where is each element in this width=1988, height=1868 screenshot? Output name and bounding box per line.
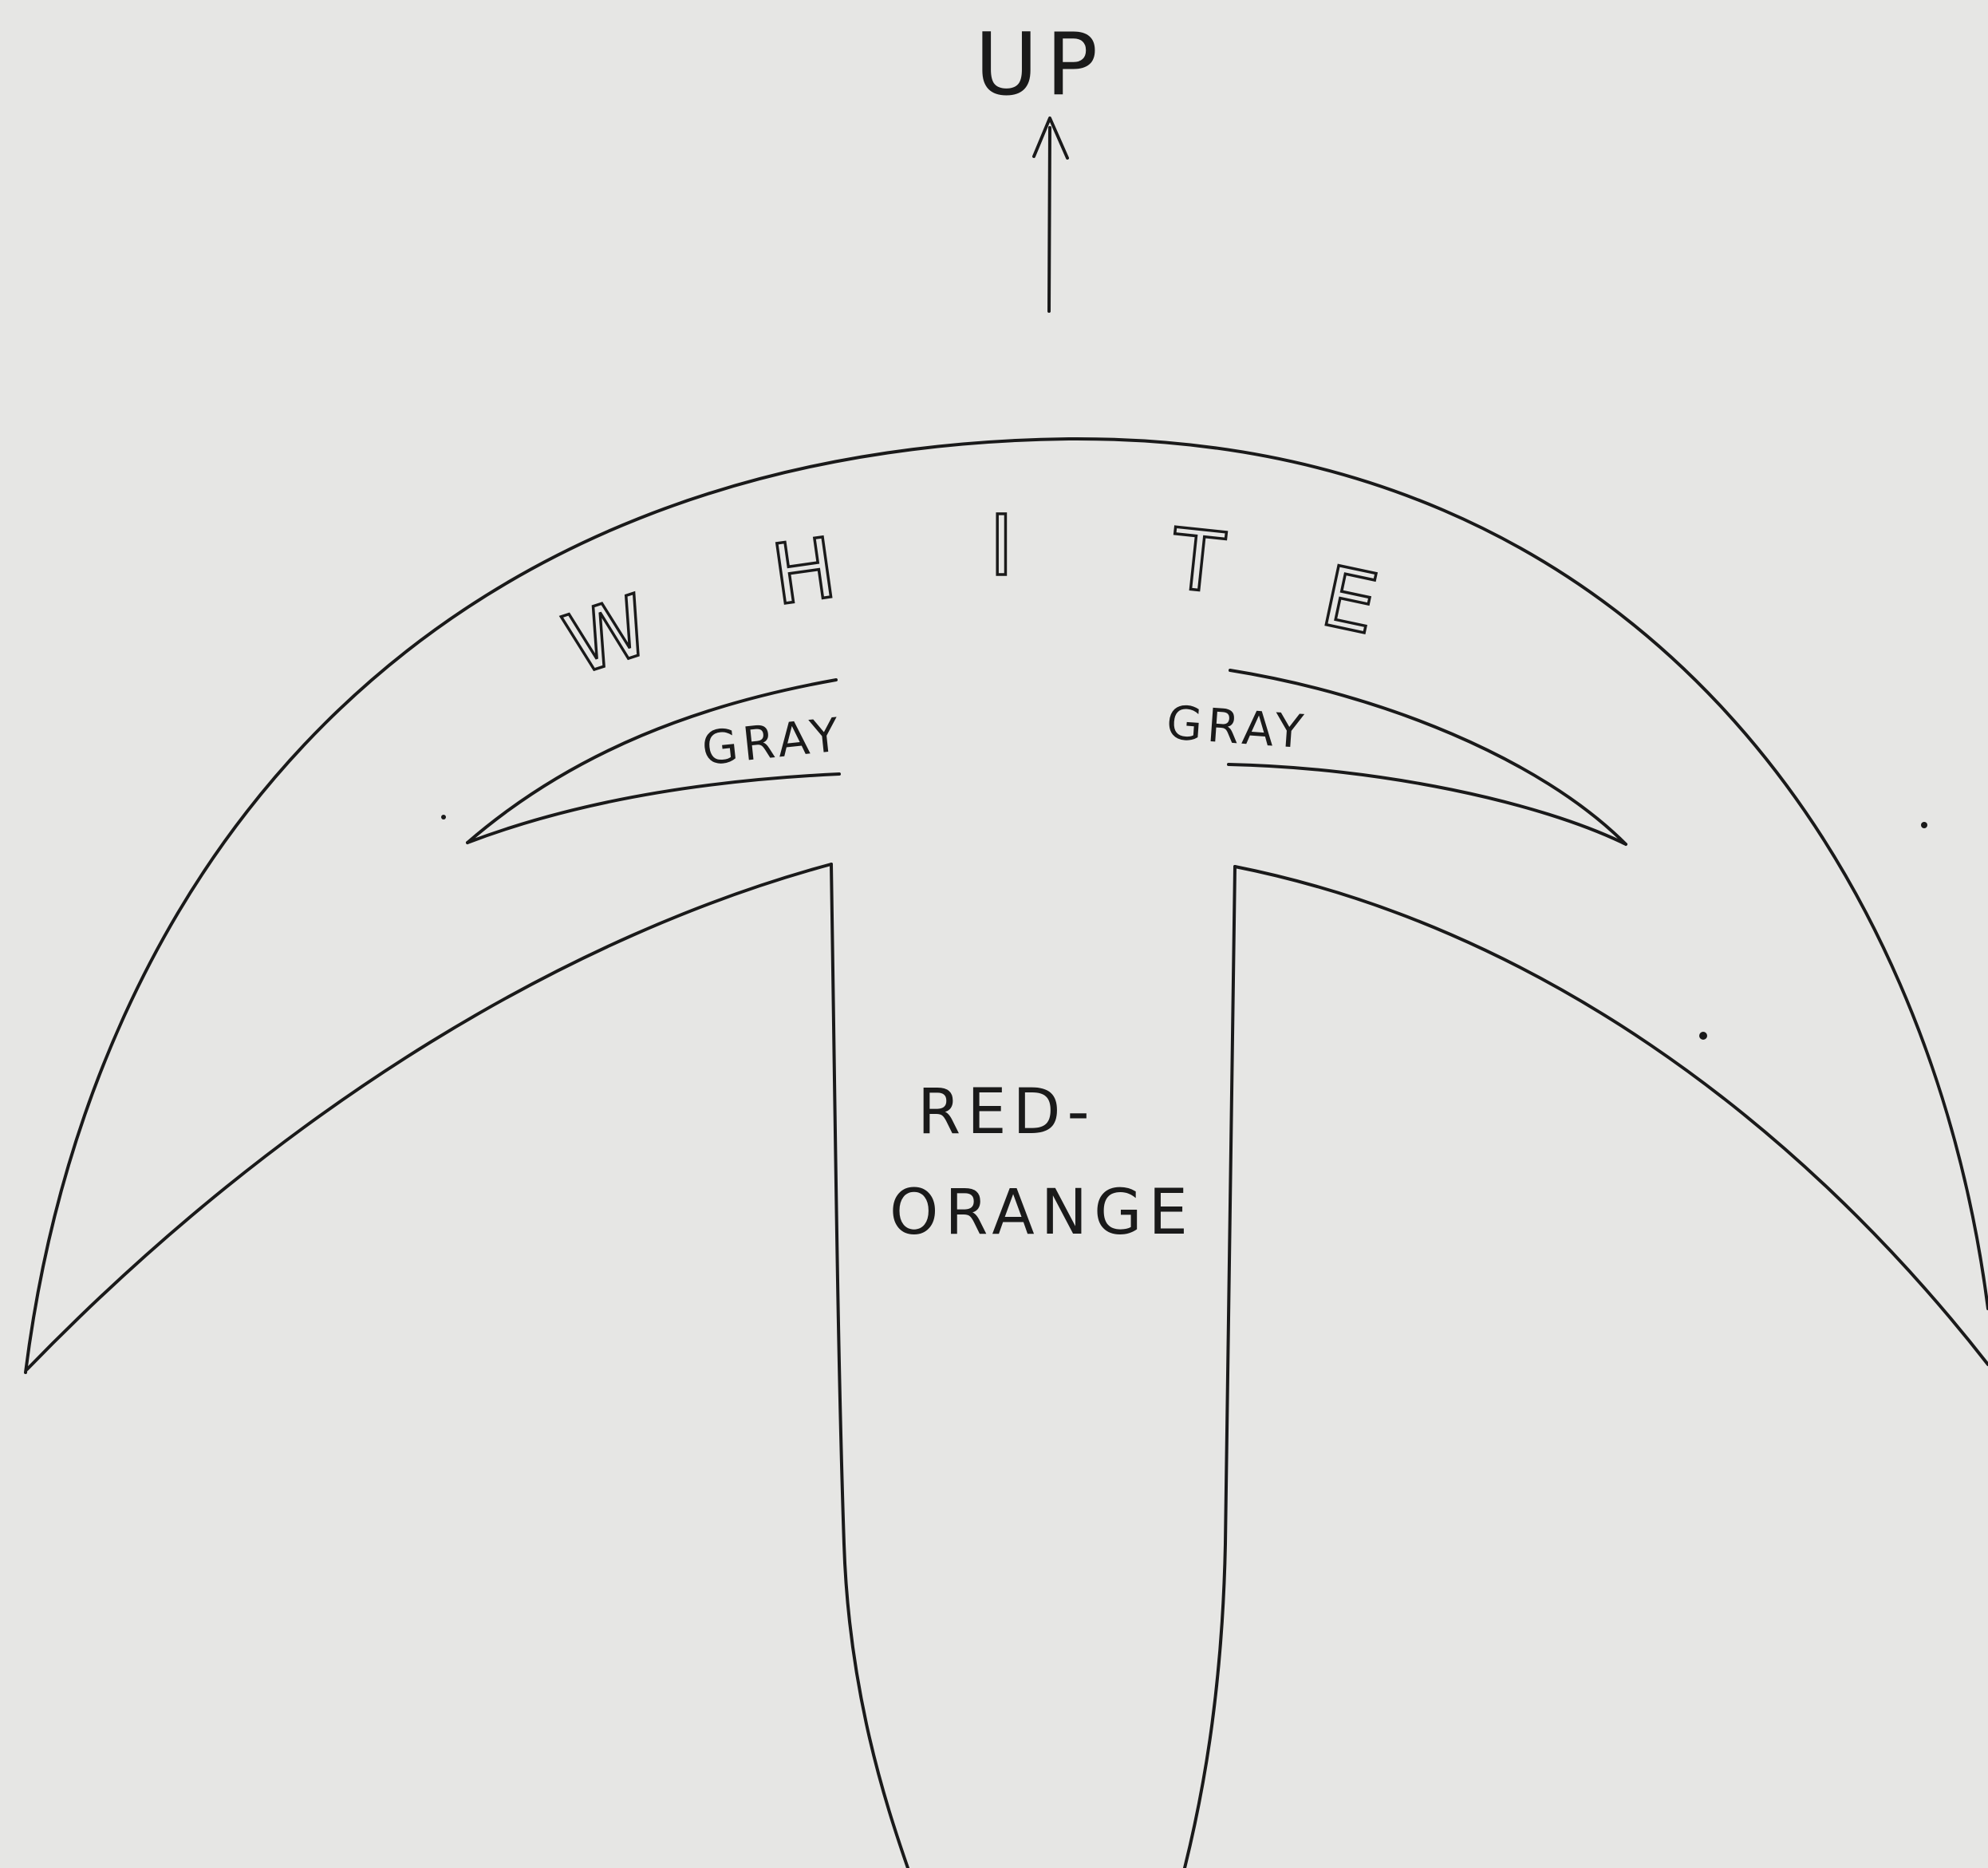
white-letter-w: W [554, 576, 662, 694]
white-letter-i: I [989, 497, 1014, 594]
speck [441, 815, 446, 819]
up-label: UP [975, 15, 1106, 115]
gray-left-crescent-inner [467, 774, 839, 843]
up-arrow-shaft [1049, 128, 1050, 311]
white-letter-t: T [1166, 510, 1228, 612]
gray-right-crescent-inner [1229, 764, 1626, 844]
red-orange-label-line1: RED- [917, 1076, 1096, 1148]
gray-left-label: GRAY [700, 707, 846, 776]
white-label: W H I T E [554, 497, 1386, 694]
left-post [831, 864, 908, 1868]
speck [1699, 1032, 1707, 1040]
white-letter-h: H [767, 519, 842, 624]
white-letter-e: E [1314, 547, 1386, 654]
gray-right-label: GRAY [1165, 695, 1310, 759]
speck [1921, 822, 1927, 828]
red-orange-label-line2: ORANGE [889, 1177, 1194, 1249]
inner-right-curve [1235, 867, 1988, 1364]
right-post [1185, 867, 1235, 1868]
inner-left-curve [27, 864, 831, 1369]
